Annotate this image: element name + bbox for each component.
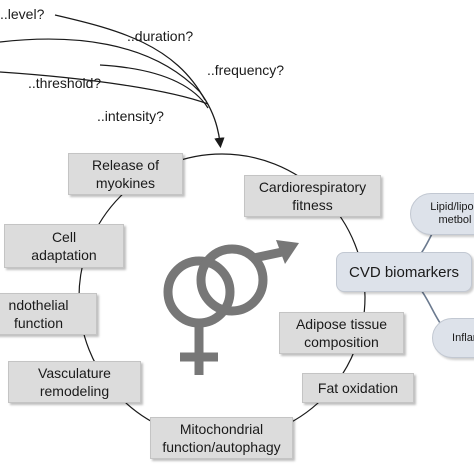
box-adipose-tissue-composition: Adipose tissue composition [279,312,404,354]
box-mitochondrial-function: Mitochondrial function/autophagy [150,417,293,459]
box-fat-oxidation: Fat oxidation [302,373,414,403]
box-endothelial-function: ndothelial function [0,293,97,335]
question-duration: ..duration? [127,28,194,44]
question-intensity: ..intensity? [97,108,164,124]
female-male-sex-symbols-icon [163,244,288,375]
converging-line-3 [99,64,209,109]
question-threshold: ..threshold? [28,75,102,91]
box-cell-adaptation: Cell adaptation [4,224,124,268]
male-symbol-arrowhead [276,240,299,264]
box-vasculature-remodeling: Vasculature remodeling [8,361,141,403]
arrow-shaft [199,91,225,149]
pill-inflammation: Inflam [432,318,474,358]
question-level: ..level? [0,6,45,22]
box-cardiorespiratory-fitness: Cardiorespiratory fitness [244,175,381,217]
converging-line-1 [0,38,201,93]
box-release-of-myokines: Release of myokines [68,153,183,195]
pill-lipid-metabolism: Lipid/lipop metbol [410,193,474,235]
converging-line-4 [0,71,209,105]
converging-line-2 [54,14,206,101]
pill-cvd-biomarkers: CVD biomarkers [336,252,472,292]
question-frequency: ..frequency? [207,62,285,78]
male-symbol-ring [196,244,268,316]
